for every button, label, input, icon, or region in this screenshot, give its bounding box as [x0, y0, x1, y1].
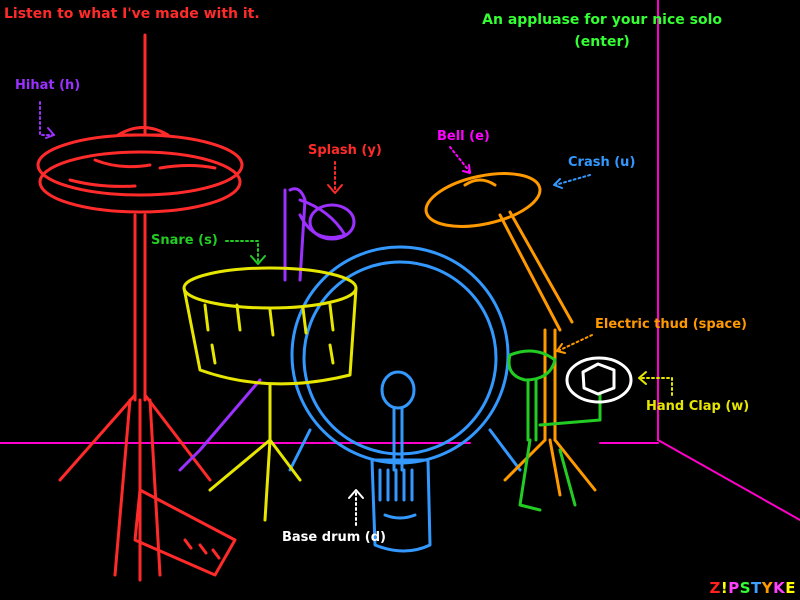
logo-letter-4: T: [751, 579, 762, 597]
bell-crash-pad[interactable]: [421, 164, 597, 497]
applause-hint-line2: (enter): [574, 34, 630, 50]
pointer-arrows: [39, 101, 673, 526]
splash-label: Splash (y): [308, 143, 382, 158]
bass-drum-label: Base drum (d): [282, 530, 386, 545]
logo-letter-5: Y: [761, 579, 774, 597]
applause-hint[interactable]: An appluase for your nice solo (enter): [482, 9, 722, 53]
electric-thud-label: Electric thud (space): [595, 317, 747, 332]
electric-thud-pad[interactable]: [507, 349, 602, 512]
logo-letter-6: K: [773, 579, 786, 597]
bass-drum-shell[interactable]: [288, 245, 522, 472]
bass-drum-pedal[interactable]: [370, 370, 432, 553]
logo-letter-1: !: [720, 579, 729, 597]
room-lines: [0, 0, 800, 521]
hihat-label: Hihat (h): [15, 78, 81, 93]
applause-hint-line1: An appluase for your nice solo: [482, 12, 722, 28]
snare-label: Snare (s): [151, 233, 218, 248]
hand-clap-label: Hand Clap (w): [646, 399, 750, 414]
logo-letter-7: E: [785, 579, 796, 597]
logo-letter-3: S: [739, 579, 752, 597]
snare-pad[interactable]: [182, 266, 358, 522]
splash-pad[interactable]: [178, 187, 356, 472]
logo-letter-2: P: [728, 579, 740, 597]
crash-label: Crash (u): [568, 155, 636, 170]
hihat-pad[interactable]: [36, 33, 244, 582]
logo-letter-0: Z: [709, 579, 721, 597]
hand-clap-pad[interactable]: [565, 356, 633, 404]
zipstyke-logo: Z!PSTYKE: [709, 579, 796, 597]
bell-label: Bell (e): [437, 129, 490, 144]
listen-link[interactable]: Listen to what I've made with it.: [4, 6, 260, 22]
